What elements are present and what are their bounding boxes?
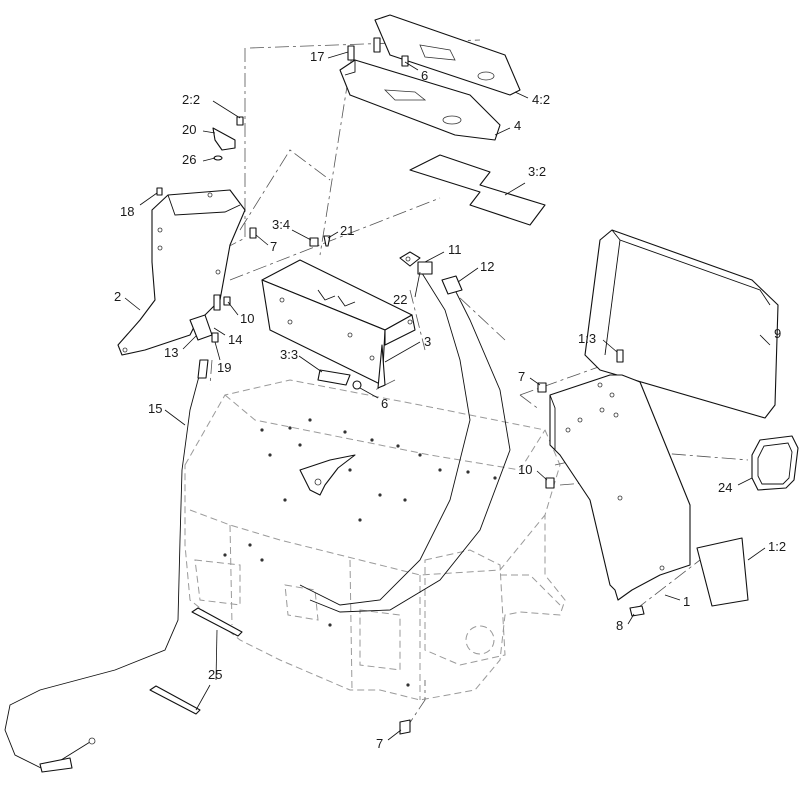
- callout-6-top: 6: [421, 68, 428, 83]
- lens-24-inner: [757, 442, 793, 485]
- control-cable-12: [309, 289, 511, 613]
- plug-3-4: [309, 237, 319, 247]
- cable-end-fitting: [39, 757, 73, 773]
- leader-lines: [124, 51, 771, 741]
- callout-3-3: 3:3: [280, 347, 298, 362]
- callout-12: 12: [480, 259, 494, 274]
- callout-11: 11: [448, 242, 462, 257]
- callout-24: 24: [718, 480, 732, 495]
- control-cable-11: [299, 269, 471, 606]
- callout-22: 22: [393, 292, 407, 307]
- cable-clamps: [399, 251, 463, 295]
- callout-25: 25: [208, 667, 222, 682]
- callout-7-left: 7: [270, 239, 277, 254]
- callout-1-3: 1:3: [578, 331, 596, 346]
- callout-1-2: 1:2: [768, 539, 786, 554]
- lens-24: [751, 435, 799, 491]
- callout-7-bottom: 7: [376, 736, 383, 751]
- callout-9: 9: [774, 326, 781, 341]
- callout-26: 26: [182, 152, 196, 167]
- frame-hole-pattern: [223, 418, 497, 687]
- callout-20: 20: [182, 122, 196, 137]
- throttle-cable: [4, 364, 204, 771]
- callout-8: 8: [616, 618, 623, 633]
- cable-sleeve: [197, 359, 209, 379]
- cable-end-eye: [88, 737, 96, 745]
- callout-21: 21: [340, 223, 354, 238]
- callout-labels: 17 6 4:2 4 3:2 2:2 20 26 18 7 3:4 21 11 …: [114, 49, 786, 751]
- machine-frame: [184, 379, 566, 701]
- callout-4-2: 4:2: [532, 92, 550, 107]
- cable-ties: [149, 607, 243, 715]
- callout-14: 14: [228, 332, 242, 347]
- bolt-8: [629, 605, 645, 617]
- callout-15: 15: [148, 401, 162, 416]
- callout-6-box: 6: [381, 396, 388, 411]
- pin-1-3: [616, 349, 624, 363]
- callout-13: 13: [164, 345, 178, 360]
- bolt-7-bottom: [399, 719, 411, 735]
- top-cover-plate: [339, 59, 501, 141]
- side-panel: [584, 229, 779, 419]
- bolt-10: [545, 477, 555, 489]
- callout-4: 4: [514, 118, 521, 133]
- callout-3-4: 3:4: [272, 217, 290, 232]
- callout-10-left: 10: [240, 311, 254, 326]
- callout-3-2: 3:2: [528, 164, 546, 179]
- callout-2: 2: [114, 289, 121, 304]
- screw-21: [323, 235, 331, 247]
- callout-3: 3: [424, 334, 431, 349]
- decal-3-3: [317, 369, 351, 386]
- cap-6: [352, 380, 362, 390]
- cover-bolts: [347, 37, 409, 67]
- decal-3-2: [409, 154, 546, 226]
- callout-19: 19: [217, 360, 231, 375]
- right-plate: [549, 374, 691, 601]
- control-box: [261, 259, 416, 389]
- callout-17: 17: [310, 49, 324, 64]
- callout-10-right: 10: [518, 462, 532, 477]
- callout-2-2: 2:2: [182, 92, 200, 107]
- cover-decal: [374, 14, 521, 96]
- bolt-7-right: [537, 382, 547, 393]
- decal-1-2: [696, 537, 749, 607]
- callout-7-right: 7: [518, 369, 525, 384]
- left-bracket: [117, 189, 246, 356]
- callout-1: 1: [683, 594, 690, 609]
- callout-18: 18: [120, 204, 134, 219]
